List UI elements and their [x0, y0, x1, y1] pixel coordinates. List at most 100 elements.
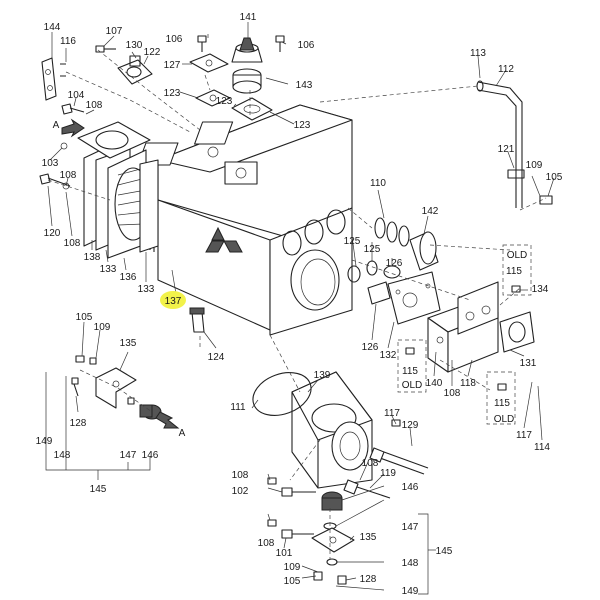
arrow-a-icons	[61, 118, 180, 429]
direction-arrow-icon	[61, 118, 85, 138]
callout-110: 110	[370, 178, 386, 189]
callout-130: 130	[126, 40, 143, 51]
callout-146a: 146	[142, 450, 159, 461]
callout-147b: 147	[402, 522, 419, 533]
callout-105a: 105	[546, 172, 563, 183]
bolts-129-119	[343, 419, 429, 499]
callout-123c: 123	[294, 120, 311, 131]
callout-108b: 108	[60, 170, 77, 181]
callout-133a: 133	[100, 264, 117, 275]
callout-115a: 115	[506, 266, 522, 277]
callout-113: 113	[470, 48, 486, 59]
valve-block-131	[427, 281, 535, 373]
callout-145b: 145	[436, 546, 453, 557]
left-cover-stack	[77, 121, 159, 259]
callout-112: 112	[498, 64, 514, 75]
callout-107: 107	[106, 26, 123, 37]
leader-lines	[47, 22, 555, 591]
callout-117b: 117	[516, 430, 532, 441]
bolts-left	[39, 103, 85, 190]
direction-arrow-icon-2	[155, 411, 180, 429]
callout-arrow-a-top: A	[53, 120, 60, 131]
callout-133b: 133	[138, 284, 155, 295]
callout-125b: 125	[364, 244, 381, 255]
callout-old-3: OLD	[494, 414, 515, 425]
callout-108d: 108	[444, 388, 461, 399]
plug-124	[189, 307, 205, 333]
callout-118: 118	[460, 378, 476, 389]
callout-101: 101	[276, 548, 293, 559]
callout-137: 137	[165, 296, 182, 307]
callout-109b: 109	[94, 322, 111, 333]
callout-102: 102	[232, 486, 249, 497]
tube-112	[476, 80, 553, 208]
callout-108g: 108	[258, 538, 275, 549]
group-bracket-145-right	[418, 513, 436, 595]
callout-132: 132	[380, 350, 397, 361]
callout-116: 116	[60, 36, 76, 47]
callout-121: 121	[498, 144, 515, 155]
callout-arrow-a-bottom: A	[179, 428, 186, 439]
callout-128a: 128	[70, 418, 87, 429]
callout-123a: 123	[164, 88, 181, 99]
callout-134: 134	[532, 284, 549, 295]
callout-148b: 148	[402, 558, 419, 569]
lower-housing-139	[291, 371, 373, 489]
callout-129: 129	[402, 420, 419, 431]
callout-109c: 109	[284, 562, 301, 573]
callout-137-highlight	[160, 291, 186, 309]
callout-111: 111	[230, 402, 246, 413]
callout-149b: 149	[402, 586, 419, 597]
flange-130	[95, 45, 153, 85]
callout-108e: 108	[362, 458, 379, 469]
callout-old-2: OLD	[402, 380, 423, 391]
callout-146b: 146	[402, 482, 419, 493]
mount-stack-left	[71, 355, 162, 420]
callout-105b: 105	[76, 312, 93, 323]
callout-135a: 135	[120, 338, 137, 349]
callout-136: 136	[120, 272, 137, 283]
callout-108a: 108	[86, 100, 103, 111]
fittings-126	[367, 265, 441, 325]
callout-123b: 123	[216, 96, 233, 107]
callout-135b: 135	[360, 532, 377, 543]
callout-127: 127	[164, 60, 181, 71]
top-parts	[189, 35, 285, 121]
bracket-144	[41, 57, 66, 101]
callout-106a: 106	[166, 34, 183, 45]
callout-142: 142	[422, 206, 439, 217]
callout-149a: 149	[36, 436, 53, 447]
bolts-102-101	[267, 477, 316, 539]
callout-115c: 115	[494, 398, 510, 409]
callout-108f: 108	[232, 470, 249, 481]
callout-140: 140	[426, 378, 443, 389]
callout-103: 103	[42, 158, 59, 169]
mount-stack-right	[311, 491, 355, 585]
callout-120: 120	[44, 228, 61, 239]
callout-105c: 105	[284, 576, 301, 587]
callout-138: 138	[84, 252, 101, 263]
callout-126a: 126	[386, 258, 403, 269]
callout-117a: 117	[384, 408, 400, 419]
callout-122: 122	[144, 47, 161, 58]
callout-119: 119	[380, 468, 396, 479]
callout-139: 139	[314, 370, 331, 381]
callout-131: 131	[520, 358, 537, 369]
callout-126b: 126	[362, 342, 379, 353]
oring-111	[252, 372, 312, 416]
callout-106b: 106	[298, 40, 315, 51]
engine-block	[137, 104, 353, 336]
callout-old-1: OLD	[507, 250, 528, 261]
callout-144: 144	[44, 22, 61, 33]
callout-108c: 108	[64, 238, 81, 249]
callout-114: 114	[534, 442, 550, 453]
callout-labels: 144 116 107 130 122 106 141 106 127 143 …	[36, 12, 563, 597]
callout-124: 124	[208, 352, 225, 363]
callout-125a: 125	[344, 236, 361, 247]
callout-141: 141	[240, 12, 257, 23]
group-bracket-145-left	[45, 372, 151, 480]
callout-104: 104	[68, 90, 85, 101]
callout-115b: 115	[402, 366, 418, 377]
callout-143: 143	[296, 80, 313, 91]
